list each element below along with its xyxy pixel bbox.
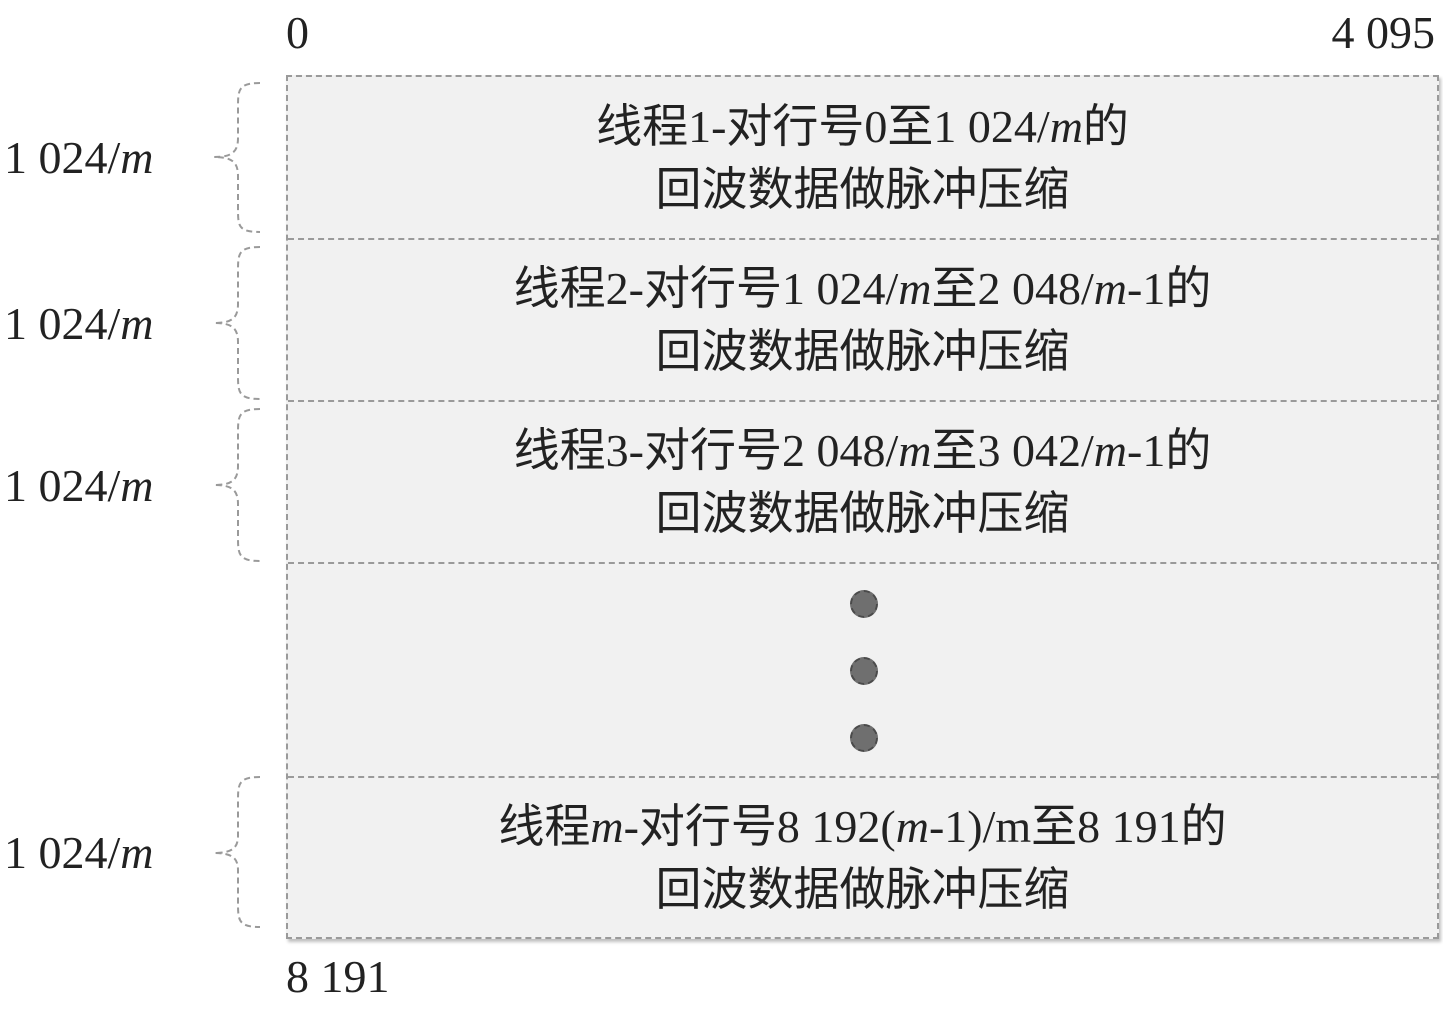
text-segment: 线程1-对行号0至1 024/ (596, 100, 1050, 152)
top-left-index-label: 0 (286, 7, 309, 58)
thread-block-m-line1: 线程m-对行号8 192(m-1)/m至8 191的 (498, 795, 1226, 858)
thread-block-m: 线程m-对行号8 192(m-1)/m至8 191的 回波数据做脉冲压缩 (288, 778, 1437, 937)
thread-block-1: 线程1-对行号0至1 024/m的 回波数据做脉冲压缩 (288, 77, 1437, 240)
text-segment: -1的 (1127, 425, 1212, 476)
ellipsis-region (288, 564, 1437, 778)
rows-per-thread-prefix: 1 024/ (4, 298, 121, 349)
rows-per-thread-var: m (120, 132, 154, 183)
brace-icon (213, 408, 261, 562)
rows-per-thread-label-m: 1 024/m (4, 830, 154, 876)
ellipsis-dot (850, 657, 878, 685)
variable-m: m (1093, 263, 1128, 314)
rows-per-thread-label-2: 1 024/m (4, 301, 154, 347)
brace-icon (213, 246, 261, 400)
variable-m: m (1093, 425, 1128, 476)
ellipsis-dot (850, 724, 878, 752)
thread-block-1-line1: 线程1-对行号0至1 024/m的 (596, 95, 1129, 158)
top-right-index-label: 4 095 (1331, 7, 1436, 58)
rows-per-thread-label-1: 1 024/m (4, 135, 154, 181)
variable-m: m (590, 800, 624, 852)
thread-block-2: 线程2-对行号1 024/m至2 048/m-1的 回波数据做脉冲压缩 (288, 240, 1437, 402)
variable-m: m (898, 425, 932, 476)
text-segment: -对行号8 192( (623, 800, 896, 852)
text-segment: -1)/m至8 191的 (928, 800, 1227, 852)
rows-per-thread-var: m (120, 298, 154, 349)
brace-icon (213, 776, 261, 928)
thread-block-1-line2: 回波数据做脉冲压缩 (655, 163, 1070, 215)
text-segment: 的 (1082, 100, 1129, 152)
thread-block-3-line1: 线程3-对行号2 048/m至3 042/m-1的 (514, 419, 1212, 482)
thread-block-2-line2: 回波数据做脉冲压缩 (655, 326, 1070, 377)
ellipsis-dot (850, 590, 878, 618)
rows-per-thread-prefix: 1 024/ (4, 460, 121, 511)
rows-per-thread-prefix: 1 024/ (4, 827, 121, 878)
thread-block-3-line2: 回波数据做脉冲压缩 (655, 488, 1070, 539)
thread-block-3: 线程3-对行号2 048/m至3 042/m-1的 回波数据做脉冲压缩 (288, 402, 1437, 564)
text-segment: -1的 (1127, 263, 1212, 314)
thread-block-m-line2: 回波数据做脉冲压缩 (655, 863, 1070, 915)
brace-icon (213, 82, 261, 233)
text-segment: 至3 042/ (931, 425, 1094, 476)
bottom-left-index-label: 8 191 (286, 951, 390, 1002)
text-segment: 线程 (498, 800, 591, 852)
text-segment: 线程3-对行号2 048/ (513, 425, 899, 476)
rows-per-thread-var: m (120, 460, 154, 511)
rows-per-thread-label-3: 1 024/m (4, 463, 154, 509)
variable-m: m (895, 800, 929, 852)
variable-m: m (898, 263, 932, 314)
variable-m: m (1049, 100, 1083, 152)
data-matrix: 线程1-对行号0至1 024/m的 回波数据做脉冲压缩 线程2-对行号1 024… (286, 75, 1439, 939)
thread-block-2-line1: 线程2-对行号1 024/m至2 048/m-1的 (514, 257, 1212, 320)
rows-per-thread-var: m (120, 827, 154, 878)
rows-per-thread-prefix: 1 024/ (4, 132, 121, 183)
text-segment: 至2 048/ (931, 263, 1094, 314)
text-segment: 线程2-对行号1 024/ (513, 263, 899, 314)
